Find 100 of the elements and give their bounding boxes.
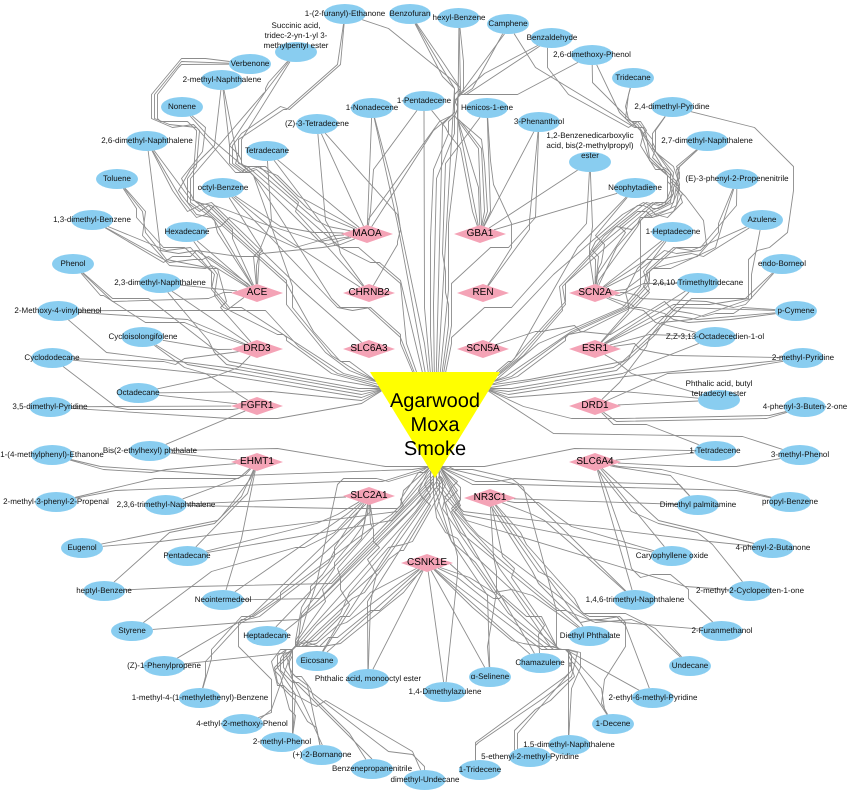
edge-line	[151, 58, 254, 286]
edge-line	[366, 118, 372, 226]
compound-name: heptyl-Benzene	[76, 586, 132, 596]
edge-line	[233, 196, 360, 288]
edge-line	[513, 498, 678, 505]
edge-line	[415, 23, 455, 372]
edge-line	[155, 344, 382, 395]
edge-line	[170, 452, 238, 460]
compound-name: propyl-Benzene	[762, 497, 818, 507]
compound-name: Z,Z-3,13-Octadecedien-1-ol	[666, 332, 764, 342]
edge-line	[82, 272, 380, 388]
edge-line	[231, 196, 414, 372]
edge-line	[320, 133, 364, 227]
edge-line	[606, 298, 697, 333]
edge-line	[228, 197, 263, 285]
edge-line	[492, 240, 666, 384]
edge-line	[600, 468, 665, 548]
edge-line	[148, 150, 249, 288]
edge-line	[602, 412, 788, 422]
edge-line	[186, 468, 430, 509]
edge-line	[488, 390, 784, 450]
compound-name: α-Selinene	[470, 672, 510, 682]
edge-line	[438, 471, 654, 553]
edge-line	[439, 470, 753, 546]
target-name: SLC6A4	[576, 457, 614, 467]
edge-line	[107, 226, 378, 385]
target-name: DRD3	[243, 344, 271, 354]
edge-line	[438, 568, 608, 715]
edge-line	[506, 500, 655, 552]
target-name: NR3C1	[474, 493, 506, 503]
compound-name: (+)-2-Bornanone	[292, 750, 352, 760]
compound-name: 2-methyl-2-Cyclopenten-1-one	[696, 586, 804, 596]
compound-name: 2-methyl-Phenol	[252, 737, 312, 747]
edge-line	[238, 504, 371, 718]
compound-name: 1,5-dimethyl-Naphthalene	[523, 740, 615, 750]
edge-line	[450, 564, 572, 761]
compound-name: 2,7-dimethyl-Naphthalene	[661, 136, 753, 146]
compound-name: Eugenol	[67, 543, 97, 553]
edge-line	[605, 116, 707, 288]
edge-line	[170, 448, 428, 467]
edge-line	[317, 134, 364, 286]
edge-line	[70, 406, 240, 410]
edge-line	[431, 110, 478, 226]
edge-line	[488, 390, 787, 419]
edge-line	[80, 272, 244, 345]
edge-line	[490, 506, 626, 715]
edge-line	[434, 569, 530, 655]
compound-name: Pentadecane	[163, 551, 211, 561]
edge-line	[277, 504, 368, 734]
edge-line	[229, 60, 356, 230]
edge-line	[445, 172, 590, 372]
compound-name: 1,2-Benzenedicarboxylic acid, bis(2-methylpropyl) ester	[545, 131, 635, 161]
edge-line	[615, 452, 695, 461]
edge-line	[496, 504, 650, 689]
compound-name: 1,4-Dimethylazulene	[408, 687, 482, 697]
edge-line	[595, 196, 628, 285]
compound-name: Heptadecane	[243, 631, 291, 641]
compound-name: Styrene	[118, 626, 146, 636]
edge-line	[604, 290, 686, 344]
compound-name: 1,4,6-trimethyl-Naphthalene	[586, 595, 684, 605]
edge-line	[260, 470, 432, 720]
edge-line	[489, 342, 700, 392]
edge-line	[190, 60, 288, 286]
target-name: SLC6A3	[350, 344, 388, 354]
edge-line	[608, 296, 776, 323]
compound-name: 2-Furanmethanol	[692, 626, 752, 636]
edge-line	[491, 506, 545, 654]
compound-name: (E)-3-phenyl-2-Propenenitrile	[685, 174, 789, 184]
target-name: FGFR1	[240, 401, 274, 411]
edge-line	[488, 170, 578, 229]
edge-line	[496, 196, 627, 372]
edge-line	[154, 344, 248, 401]
compound-name: Benzenepropanenitrile	[332, 764, 412, 774]
edge-line	[235, 24, 351, 232]
target-name: SCN5A	[466, 344, 500, 354]
edge-line	[617, 400, 699, 406]
compound-name: 1-(2-furanyl)-Ethanone	[304, 9, 386, 19]
edge-line	[372, 570, 424, 670]
edge-line	[326, 569, 420, 653]
edge-line	[494, 192, 618, 230]
edge-line	[602, 468, 755, 544]
target-name: ESR1	[582, 344, 608, 354]
edge-line	[104, 227, 356, 263]
edge-line	[441, 466, 690, 496]
edge-line	[494, 226, 748, 382]
edge-line	[440, 567, 579, 628]
edge-line	[441, 466, 772, 498]
edge-line	[372, 117, 401, 286]
edge-line	[613, 343, 782, 358]
compound-name: 2,6-dimethyl-Naphthalene	[101, 136, 193, 146]
compound-name: 4-phenyl-3-Buten-2-one	[762, 402, 848, 412]
edge-line	[196, 240, 250, 287]
edge-line	[596, 470, 633, 591]
edge-line	[614, 188, 734, 292]
edge-line	[589, 149, 698, 284]
compound-name: 3,5-dimethyl-Pyridine	[12, 402, 88, 412]
edge-line	[489, 307, 776, 389]
target-name: SCN2A	[578, 288, 612, 298]
edge-line	[368, 110, 418, 226]
compound-name: dimethyl-Undecane	[390, 775, 460, 785]
